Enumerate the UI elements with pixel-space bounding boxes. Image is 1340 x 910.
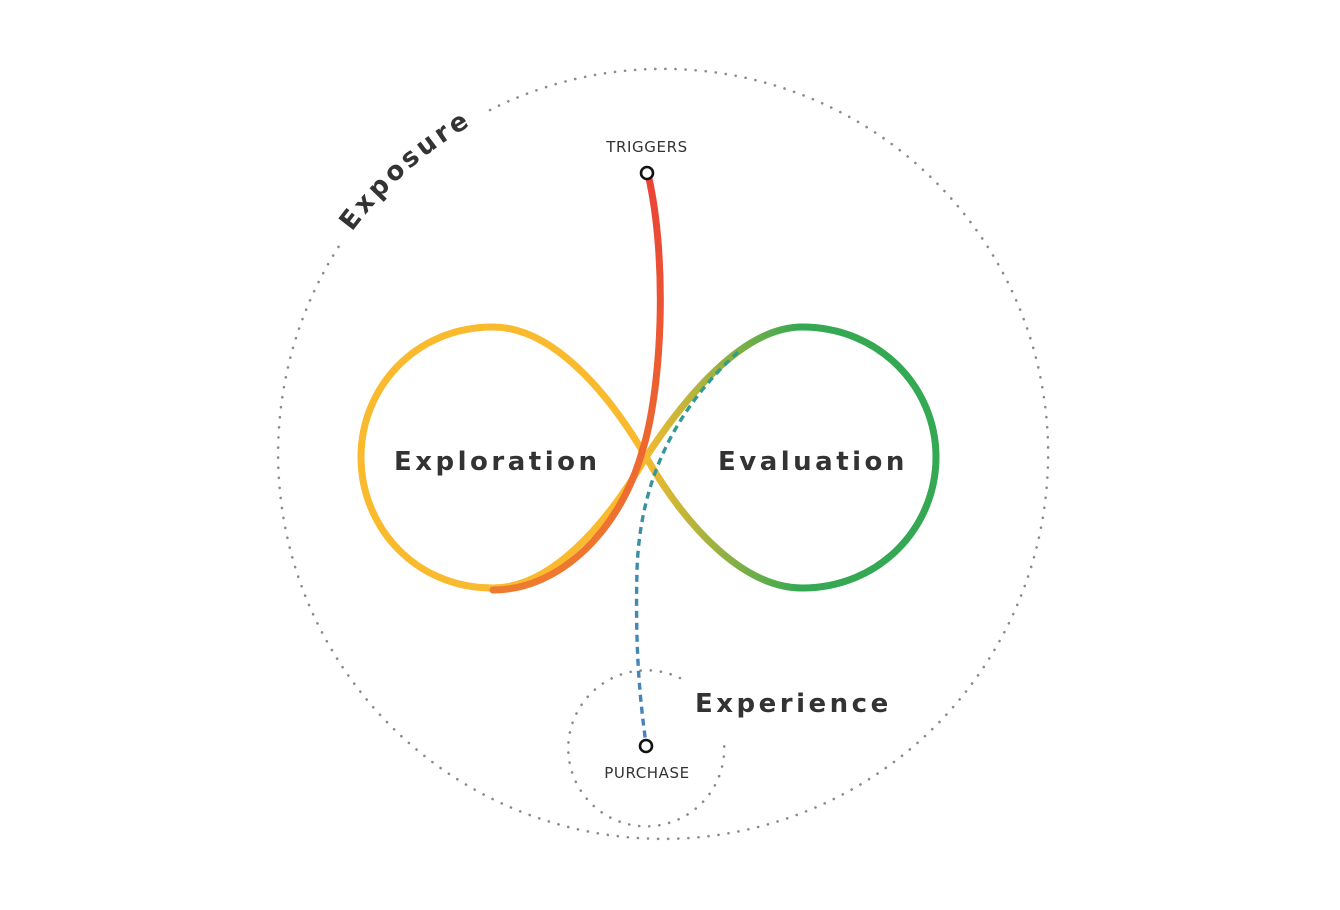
triggers-node <box>639 165 655 181</box>
triggers-label: TRIGGERS <box>605 138 687 156</box>
exploration-loop <box>357 323 650 592</box>
exposure-label: Exposure <box>334 104 477 236</box>
purchase-path <box>634 350 740 745</box>
purchase-label: PURCHASE <box>604 764 690 782</box>
evaluation-loop <box>642 323 940 592</box>
evaluation-label: Evaluation <box>718 447 908 477</box>
exposure-boundary <box>276 67 1050 841</box>
experience-label: Experience <box>695 689 892 719</box>
purchase-node <box>638 738 654 754</box>
exploration-label: Exploration <box>394 447 601 477</box>
triggers-path <box>489 170 664 594</box>
